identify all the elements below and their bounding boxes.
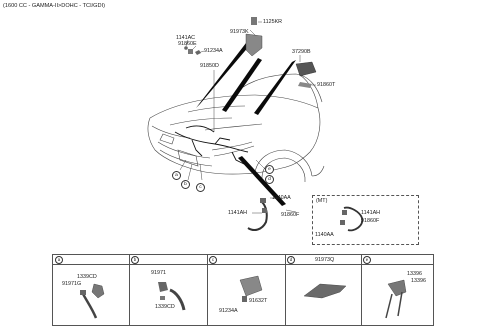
cell-d-header: d 91973Q (285, 255, 361, 265)
detail-cell-c: c 91632T 91234A (207, 255, 286, 325)
callout-e: e (265, 165, 274, 174)
label-1125KR: 1125KR (263, 19, 283, 25)
mt-label-91860F: 91860F (361, 218, 380, 224)
car-body-outline (147, 73, 325, 183)
label-1141AC: 1141AC (176, 35, 196, 41)
cell-d-title: 91973Q (315, 256, 335, 263)
detail-cell-a: a 1339CD 91971G (53, 255, 130, 325)
callout-a: a (172, 171, 181, 180)
label-91234A: 91234A (204, 48, 223, 54)
table-parts (80, 275, 407, 319)
cell-e-label-2: 13396 (411, 278, 426, 284)
mt-box-title: (MT) (316, 198, 328, 204)
cell-c-label-1: 91632T (249, 298, 268, 304)
top-parts (184, 17, 317, 88)
mt-cable (340, 206, 364, 232)
cell-b-label-1: 91971 (151, 270, 166, 276)
cell-e-header: e (361, 255, 433, 265)
callout-c: c (196, 183, 205, 192)
cell-b-letter: b (131, 255, 139, 264)
callout-b: b (181, 180, 190, 189)
cell-a-label-2: 91971G (62, 281, 82, 287)
cell-a-label-1: 1339CD (77, 274, 97, 280)
mt-variant-box: (MT) 1141AH 91860F 1140AA (312, 195, 419, 245)
label-91860T: 91860T (317, 82, 336, 88)
cell-c-header: c (207, 255, 285, 265)
cell-e-label-1: 13396 (407, 271, 422, 277)
label-91860F: 91860F (281, 212, 300, 218)
cell-b-label-2: 1339CD (155, 304, 175, 310)
detail-cell-d: d 91973Q (285, 255, 362, 325)
cell-e-letter: e (363, 255, 371, 264)
label-1141AH: 1141AH (228, 210, 248, 216)
engine-harness-lines (174, 125, 249, 165)
mt-label-1140AA: 1140AA (315, 232, 334, 238)
callout-d: d (265, 175, 274, 184)
cell-a-letter: a (55, 255, 63, 264)
cell-b-header: b (129, 255, 207, 265)
routing-bands (196, 43, 296, 206)
parts-detail-table: a 1339CD 91971G b 91971 1339CD c 91632T … (52, 254, 434, 326)
detail-cell-e: e 13396 13396 (361, 255, 433, 325)
cell-c-letter: c (209, 255, 217, 264)
cell-a-header: a (53, 255, 129, 265)
label-91973K: 91973K (230, 29, 249, 35)
label-91850D: 91850D (200, 63, 219, 69)
detail-cell-b: b 91971 1339CD (129, 255, 208, 325)
label-91860E: 91860E (178, 41, 197, 47)
label-1140AA: 1140AA (272, 195, 291, 201)
label-37290B: 37290B (292, 49, 311, 55)
cell-c-label-2: 91234A (219, 308, 238, 314)
battery-cable-91860F (247, 198, 268, 231)
mt-label-1141AH: 1141AH (361, 210, 381, 216)
diagram-title: (1600 CC - GAMMA-II>DOHC - TCI/GDI) (3, 3, 105, 9)
cell-d-letter: d (287, 255, 295, 264)
